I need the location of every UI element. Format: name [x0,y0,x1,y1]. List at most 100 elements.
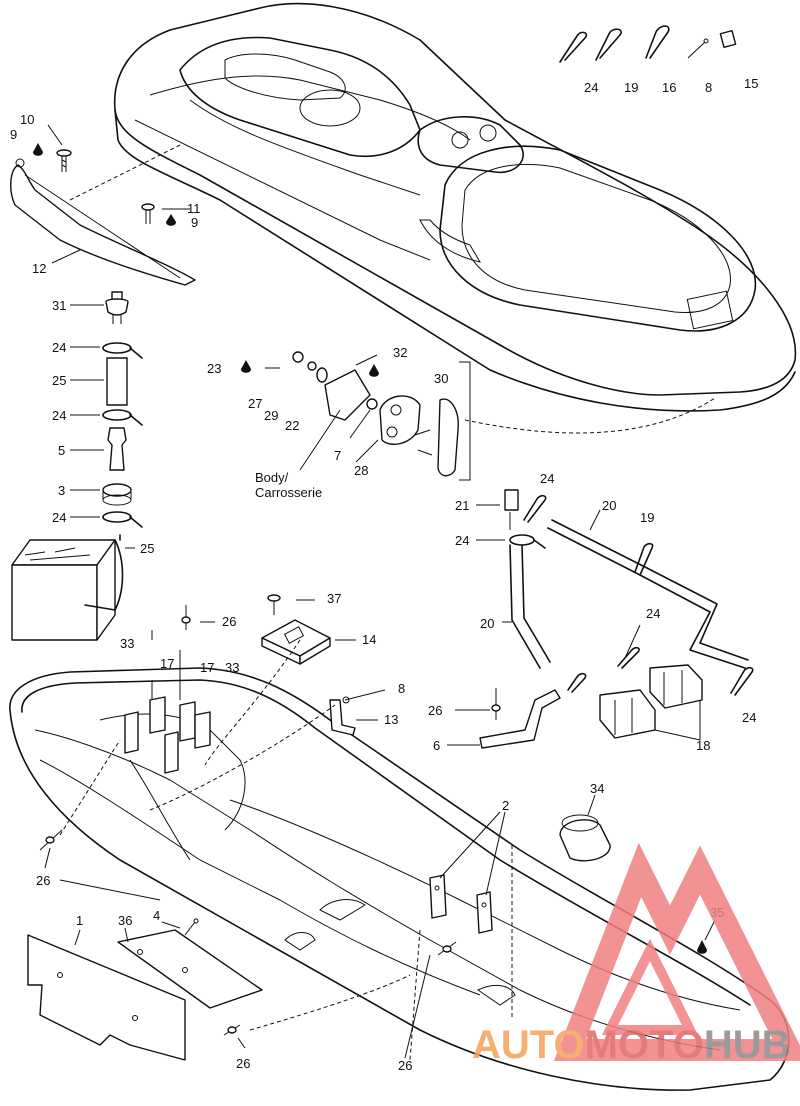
callout-label: 13 [384,712,398,727]
callout-label: 26 [428,703,442,718]
callout-label: 7 [334,448,341,463]
callout-label: 37 [327,591,341,606]
callout-label: 33 [120,636,134,651]
callout-label: 30 [434,371,448,386]
callout-numbers: 24 19 16 8 15 10 9 11 9 12 31 24 25 24 5… [10,76,758,1073]
clamp-19-top [595,28,622,61]
callout-label: 25 [140,541,154,556]
push-pin-26a [491,688,501,720]
svg-text:AUTOMOTOHUB: AUTOMOTOHUB [472,1023,791,1067]
callout-label: 31 [52,298,66,313]
hose-clamp-24c [102,511,143,528]
plate-36 [117,929,263,1009]
screw-10 [56,149,72,172]
grommet-3 [102,483,132,506]
callout-label: 23 [207,361,221,376]
callout-label: 17 [200,660,214,675]
callout-label: 24 [52,408,66,423]
push-pin-26c [39,829,63,851]
brackets-2 [429,874,493,934]
callout-label: 36 [118,913,132,928]
callout-label: 3 [58,483,65,498]
callout-label: 15 [744,76,758,91]
watermark-hub: HUB [704,1023,791,1067]
plate-1 [27,934,186,1061]
callout-label: 26 [398,1058,412,1073]
push-pin-26d [437,941,457,956]
clip-15-top [719,29,737,49]
screw-8-top [687,38,709,59]
callout-label: 8 [398,681,405,696]
callout-label: 12 [32,261,46,276]
push-pin-26b [181,605,191,630]
callout-label: 6 [433,738,440,753]
connector-5 [107,427,127,471]
callout-label: 24 [455,533,469,548]
callout-label: 8 [705,80,712,95]
callout-label: 33 [225,660,239,675]
assembly-arrow [149,704,336,811]
fuel-cap-hinge-30 [292,351,471,481]
watermark-auto: AUTO [472,1023,585,1067]
callout-label: 25 [52,373,66,388]
hose-25 [106,357,128,406]
clamp-24-top [559,31,588,63]
vent-line-6 [479,689,561,749]
callout-label: 14 [362,632,376,647]
callout-label: 22 [285,418,299,433]
battery-assembly [11,534,124,641]
callout-label: 10 [20,112,34,127]
assembly-arrow [204,639,301,766]
assembly-arrow [464,397,716,434]
callout-label: 1 [76,913,83,928]
callout-label: 2 [502,798,509,813]
fitting-21 [504,489,519,530]
assembly-arrow [409,929,421,1061]
callout-label: 16 [662,80,676,95]
push-pin-26e [223,1024,241,1036]
callout-label: 19 [640,510,654,525]
body-note: Body/ Carrosserie [255,470,322,500]
callout-label: 19 [624,80,638,95]
bracket-14 [261,619,331,665]
callout-label: 20 [480,616,494,631]
upper-body-deck [113,2,797,412]
callout-label: 9 [191,215,198,230]
callout-label: 9 [10,127,17,142]
callout-label: 20 [602,498,616,513]
hose-clamp-24b [102,409,143,426]
watermark-moto: MOTO [585,1023,704,1067]
callout-label: 27 [248,396,262,411]
callout-label: 4 [153,908,160,923]
rubber-pads-18 [599,664,703,739]
body-reference-line [299,409,341,471]
filler-neck-34 [559,814,611,862]
callout-label: 24 [584,80,598,95]
assembly-arrow [59,739,121,836]
callout-label: 24 [540,471,554,486]
drop-marker-35 [697,940,707,954]
assembly-arrow [249,974,411,1031]
callout-label: 18 [696,738,710,753]
callout-label: 24 [646,606,660,621]
vent-hose-clamps [509,494,754,696]
callout-label: 17 [160,656,174,671]
automotohub-watermark: AUTOMOTOHUB [472,842,800,1067]
hose-clamp-24a [102,342,143,359]
callout-label: 28 [354,463,368,478]
callout-label: 26 [236,1056,250,1071]
screw-11 [141,203,155,224]
callout-label: 32 [393,345,407,360]
vent-tube-20-left [509,544,551,669]
lubricant-drop-icons [33,143,379,377]
bracket-13 [329,689,386,736]
callout-label: 21 [455,498,469,513]
clip-37 [267,594,281,615]
body-note-line1: Body/ [255,470,289,485]
callout-leaders [44,124,716,1059]
fuel-cap-31 [105,291,129,324]
callout-label: 5 [58,443,65,458]
side-molding [10,158,196,286]
callout-label: 34 [590,781,604,796]
